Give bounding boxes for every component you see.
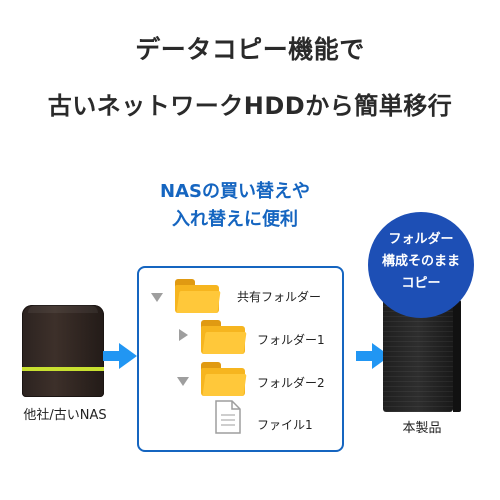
old-nas-top-edge [28,305,98,313]
caption-line1: NASの買い替えや [160,181,310,202]
new-nas-side [453,300,461,412]
badge-line2: 構成そのまま [381,254,460,269]
arrow-icon [356,343,390,369]
old-nas-label: 他社/古いNAS [23,408,107,423]
folder-icon[interactable] [201,320,247,354]
headline-line2: 古いネットワークHDDから簡単移行 [47,92,453,120]
tree-item-label[interactable]: フォルダー1 [257,333,325,347]
arrow-icon [103,343,137,369]
folder-icon[interactable] [201,362,247,396]
badge-line1: フォルダー [388,232,454,247]
caption-line2: 入れ替えに便利 [172,209,298,230]
collapse-triangle-icon[interactable] [151,293,163,302]
old-nas-device [22,305,104,397]
tree-item-label[interactable]: フォルダー2 [257,376,325,390]
file-icon[interactable] [215,400,241,434]
tree-item-label[interactable]: ファイル1 [257,418,313,432]
folder-icon[interactable] [175,279,221,313]
new-nas-label: 本製品 [402,421,442,436]
tree-item-label[interactable]: 共有フォルダー [237,290,322,304]
headline-line1: データコピー機能で [135,35,365,64]
collapse-triangle-icon[interactable] [177,377,189,386]
folder-tree-panel: 共有フォルダー フォルダー1 フォルダー2 ファイル1 [137,266,344,452]
badge-line3: コピー [401,276,441,291]
feature-badge: フォルダー 構成そのまま コピー [368,212,474,318]
old-nas-led-strip [22,367,104,371]
expand-triangle-icon[interactable] [179,329,188,341]
